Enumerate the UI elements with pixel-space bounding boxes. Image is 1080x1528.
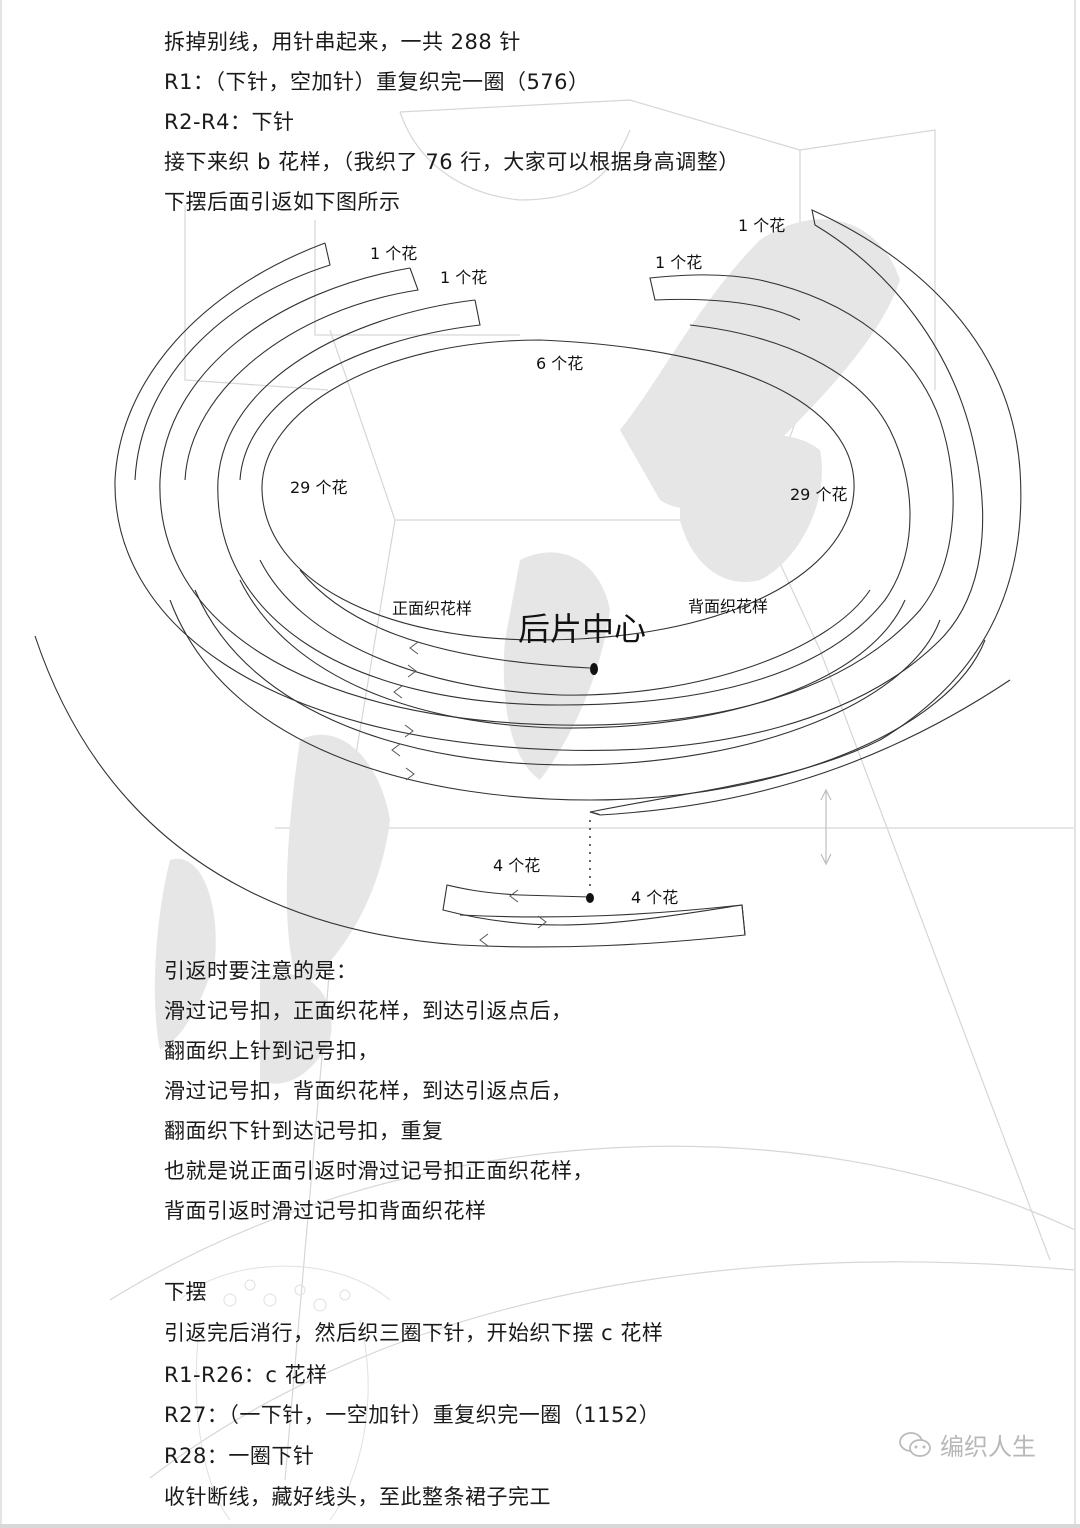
page-bottom-border <box>0 1524 1080 1528</box>
center-title: 后片中心 <box>518 610 647 648</box>
diagram-label: 正面织花样 <box>392 599 473 618</box>
hem-line: R27：（一下针，一空加针）重复织完一圈（1152） <box>164 1403 661 1427</box>
note-line: 翻面织下针到达记号扣，重复 <box>164 1119 444 1143</box>
diagram-label: 29 个花 <box>290 478 348 497</box>
diagram-label: 4 个花 <box>493 856 541 875</box>
brand-name: 编织人生 <box>940 1433 1036 1461</box>
note-line: 滑过记号扣，正面织花样，到达引返点后， <box>164 999 573 1023</box>
note-line: 翻面织上针到记号扣， <box>164 1039 379 1063</box>
diagram-label: 1 个花 <box>440 268 488 287</box>
diagram-label: 4 个花 <box>631 888 679 907</box>
height-indicator-icon <box>820 788 832 866</box>
hem-line: 收针断线，藏好线头，至此整条裙子完工 <box>164 1485 551 1509</box>
hem-line: R1-R26：c 花样 <box>164 1363 328 1387</box>
intro-line: 拆掉别线，用针串起来，一共 288 针 <box>164 30 521 54</box>
note-line: 滑过记号扣，背面织花样，到达引返点后， <box>164 1079 573 1103</box>
diagram-label: 1 个花 <box>738 216 786 235</box>
marker-points <box>586 663 598 903</box>
garment-outline <box>109 99 1076 1481</box>
diagram-label: 1 个花 <box>655 253 703 272</box>
intro-line: 下摆后面引返如下图所示 <box>164 190 401 214</box>
diagram-label: 1 个花 <box>370 244 418 263</box>
note-line: 也就是说正面引返时滑过记号扣正面织花样， <box>164 1159 594 1183</box>
intro-line: R2-R4：下针 <box>164 110 295 134</box>
direction-arrows <box>391 641 547 947</box>
note-line: 背面引返时滑过记号扣背面织花样 <box>164 1199 487 1223</box>
note-line: 引返时要注意的是： <box>164 959 358 983</box>
intro-line: 接下来织 b 花样，（我织了 76 行，大家可以根据身高调整） <box>164 150 740 174</box>
hem-line: 引返完后消行，然后织三圈下针，开始织下摆 c 花样 <box>164 1321 664 1345</box>
diagram-label: 背面织花样 <box>688 597 769 616</box>
diagram-label: 29 个花 <box>790 485 848 504</box>
intro-line: R1：（下针，空加针）重复织完一圈（576） <box>164 70 590 94</box>
hem-line: R28：一圈下针 <box>164 1444 315 1468</box>
calligraphy-watermark <box>154 219 900 1084</box>
diagram-label: 6 个花 <box>536 354 584 373</box>
flower-ornament <box>179 1265 391 1521</box>
hem-title: 下摆 <box>164 1280 207 1304</box>
spiral-rows <box>34 209 1022 948</box>
brand-watermark: 编织人生 <box>898 1427 1036 1462</box>
wechat-icon <box>899 1431 931 1457</box>
